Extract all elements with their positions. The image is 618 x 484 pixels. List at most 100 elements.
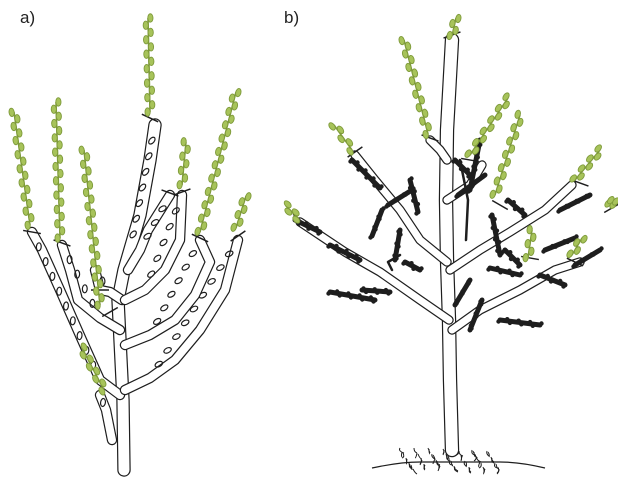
a-shoot-1-bud bbox=[56, 98, 61, 107]
b-shoot-3-bud bbox=[418, 95, 425, 104]
b-spur-15-core bbox=[490, 268, 520, 275]
b-shoot-5-bud bbox=[504, 158, 511, 168]
a-shoot-4-bud bbox=[221, 141, 228, 150]
b-spur-22-knot bbox=[581, 258, 585, 262]
b-shoot-6-bud bbox=[585, 162, 594, 172]
b-spur-9-knot bbox=[381, 206, 385, 210]
b-spur-21-knot bbox=[561, 284, 565, 288]
b-spur-8-knot bbox=[409, 176, 413, 180]
a-shoot-5-bud bbox=[185, 145, 191, 154]
a-shoot-6-bud bbox=[245, 192, 252, 202]
b-spur-4-knot bbox=[356, 167, 360, 171]
b-shoot-1 bbox=[327, 121, 354, 156]
a-shoot-3-bud bbox=[148, 43, 153, 52]
a-shoot-1-bud bbox=[51, 105, 56, 114]
a-shoot-2-bud bbox=[93, 287, 99, 296]
a-shoot-3-bud bbox=[148, 28, 153, 37]
a-shoot-4-bud bbox=[201, 200, 208, 209]
b-spur-19-knot bbox=[565, 240, 569, 244]
b-spur-17-knot bbox=[531, 324, 535, 328]
b-shoot-5-bud bbox=[508, 144, 515, 154]
b-shoot-8-bud bbox=[573, 246, 582, 256]
b-shoot-1-bud bbox=[336, 125, 345, 135]
b-shoot-0 bbox=[283, 199, 301, 224]
b-spur-11-knot bbox=[451, 159, 455, 163]
b-shoot-3-bud bbox=[422, 130, 429, 139]
b-shoot-5-bud bbox=[506, 136, 513, 146]
b-root-scribble bbox=[466, 462, 467, 467]
b-shoot-0-bud bbox=[283, 199, 293, 209]
b-spur-19-knot bbox=[574, 234, 578, 238]
b-shoot-3-bud bbox=[402, 49, 409, 58]
b-spur-18-knot bbox=[508, 250, 512, 254]
b-spur-20-knot bbox=[566, 204, 570, 208]
b-shoot-1-bud bbox=[327, 121, 336, 131]
a-shoot-4-bud bbox=[204, 187, 211, 196]
b-spur-21-knot bbox=[558, 279, 562, 283]
b-spur-12-knot bbox=[454, 194, 458, 198]
a-shoot-6 bbox=[230, 192, 252, 232]
b-spur-5-knot bbox=[394, 198, 398, 202]
a-shoot-3-bud bbox=[150, 100, 155, 109]
a-shoot-3-bud bbox=[149, 57, 154, 66]
b-shoot-6-bud bbox=[593, 152, 602, 162]
b-spur-17-knot bbox=[516, 318, 520, 322]
b-spur-4-knot bbox=[379, 184, 383, 188]
a-shoot-4-bud bbox=[211, 181, 218, 190]
a-shoot-1-bud bbox=[54, 219, 59, 228]
a-shoot-3-bud bbox=[149, 72, 154, 81]
b-spur-17-knot bbox=[496, 319, 500, 323]
b-spur-5-knot bbox=[404, 192, 408, 196]
a-shoot-4-bud bbox=[211, 160, 218, 169]
a-shoot-2-bud bbox=[90, 259, 96, 268]
b-root-scribble bbox=[414, 448, 417, 453]
a-shoot-4-bud bbox=[198, 213, 205, 222]
b-spur-21-knot bbox=[536, 274, 540, 278]
b-shoot-5-bud bbox=[489, 189, 496, 199]
b-spur-4-knot bbox=[348, 159, 352, 163]
a-shoot-1 bbox=[51, 98, 65, 243]
tree-b-illustration bbox=[283, 14, 618, 474]
a-shoot-3-bud bbox=[149, 86, 154, 95]
b-spur-1-knot bbox=[346, 254, 350, 258]
b-spur-3 bbox=[361, 286, 390, 295]
b-spur-7-knot bbox=[411, 267, 415, 271]
a-shoot-0-bud bbox=[8, 108, 14, 117]
b-shoot-9 bbox=[522, 225, 536, 262]
b-root-scribble bbox=[415, 453, 417, 458]
b-spur-14-knot bbox=[513, 207, 517, 211]
a-shoot-2-bud bbox=[92, 273, 98, 282]
b-shoot-4-bud bbox=[502, 92, 511, 102]
b-spur-8 bbox=[408, 176, 420, 215]
a-shoot-1-bud bbox=[54, 205, 59, 214]
a-shoot-1-bud bbox=[56, 112, 61, 121]
a-branch-4-buds-bud bbox=[167, 290, 176, 298]
b-spur-0-knot bbox=[316, 231, 320, 235]
b-shoot-5-bud bbox=[510, 123, 517, 133]
a-shoot-2-bud bbox=[84, 152, 90, 161]
b-spur-8-knot bbox=[414, 211, 418, 215]
b-root-scribble bbox=[477, 457, 481, 462]
b-spur-16-knot bbox=[466, 281, 470, 285]
b-spur-11-knot bbox=[466, 174, 470, 178]
a-shoot-4-bud bbox=[228, 93, 235, 102]
b-spur-18-knot bbox=[501, 249, 505, 253]
b-spur-8-knot bbox=[413, 189, 417, 193]
b-spur-17 bbox=[496, 317, 543, 328]
b-spur-0-knot bbox=[314, 226, 318, 230]
b-spur-15-knot bbox=[507, 269, 511, 273]
a-branch-5-buds-bud bbox=[159, 238, 168, 247]
b-shoot-0-bud bbox=[291, 207, 301, 217]
b-shoot-3-bud bbox=[412, 90, 419, 99]
b-root-scribble bbox=[418, 454, 422, 459]
a-shoot-2-bud bbox=[90, 209, 96, 218]
a-branch-3-buds-bud bbox=[163, 346, 172, 354]
b-shoot-5 bbox=[489, 109, 524, 199]
b-spur-15-knot bbox=[498, 270, 502, 274]
b-spur-1-knot bbox=[326, 244, 330, 248]
b-spur-1-knot bbox=[356, 259, 360, 263]
b-spur-0-knot bbox=[306, 227, 310, 231]
b-shoot-5-bud bbox=[501, 149, 508, 159]
b-spur-15-knot bbox=[510, 273, 514, 277]
b-spur-9-knot bbox=[372, 225, 376, 229]
